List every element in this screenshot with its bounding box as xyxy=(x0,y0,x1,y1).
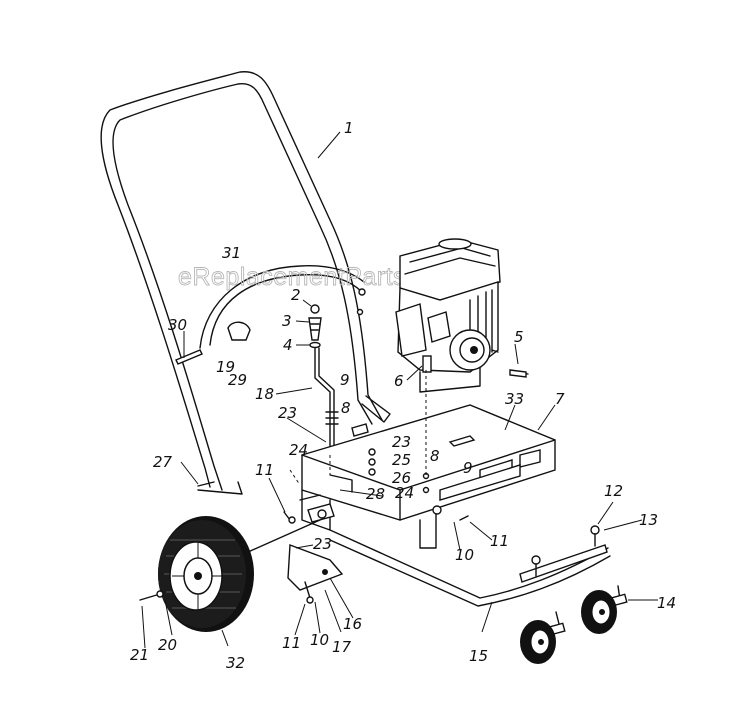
callout-9b: 9 xyxy=(463,459,473,477)
callout-3: 3 xyxy=(282,312,292,330)
callout-25: 25 xyxy=(392,451,411,469)
callout-16: 16 xyxy=(343,615,362,633)
engine xyxy=(395,238,501,393)
callout-20: 20 xyxy=(158,636,177,654)
front-caster-assembly xyxy=(329,525,628,664)
callout-32: 32 xyxy=(226,654,245,672)
callout-11b: 11 xyxy=(490,532,509,550)
callout-10b: 10 xyxy=(310,631,329,649)
hardware xyxy=(175,321,529,524)
callout-8a: 8 xyxy=(341,399,351,417)
callout-8b: 8 xyxy=(430,447,440,465)
callout-30: 30 xyxy=(168,316,187,334)
callout-11a: 11 xyxy=(255,461,274,479)
callout-10a: 10 xyxy=(455,546,474,564)
callouts: 1 2 3 4 5 6 7 8 8 9 9 10 10 11 11 11 12 … xyxy=(130,119,676,672)
callout-18: 18 xyxy=(255,385,274,403)
callout-24b: 24 xyxy=(395,484,414,502)
callout-27: 27 xyxy=(153,453,173,471)
lever-assembly xyxy=(308,304,339,456)
callout-4: 4 xyxy=(283,336,293,354)
frame-deck xyxy=(289,370,556,549)
handle-assembly xyxy=(100,71,391,495)
callout-23c: 23 xyxy=(313,535,332,553)
callout-23b: 23 xyxy=(392,433,411,451)
callout-24a: 24 xyxy=(289,441,308,459)
callout-5: 5 xyxy=(514,328,524,346)
callout-19: 19 xyxy=(216,358,235,376)
callout-9a: 9 xyxy=(340,371,350,389)
callout-14: 14 xyxy=(657,594,676,612)
rear-wheel xyxy=(139,516,254,632)
callout-17: 17 xyxy=(332,638,352,656)
callout-11c: 11 xyxy=(282,634,301,652)
callout-28: 28 xyxy=(366,485,385,503)
callout-23a: 23 xyxy=(278,404,297,422)
callout-15: 15 xyxy=(469,647,488,665)
callout-2: 2 xyxy=(291,286,301,304)
callout-26: 26 xyxy=(392,469,411,487)
leader-lines xyxy=(141,131,658,649)
callout-6: 6 xyxy=(394,372,404,390)
callout-13: 13 xyxy=(639,511,658,529)
callout-1: 1 xyxy=(344,119,354,137)
callout-12: 12 xyxy=(604,482,623,500)
callout-31: 31 xyxy=(222,244,241,262)
callout-7: 7 xyxy=(555,390,565,408)
callout-29: 29 xyxy=(228,371,247,389)
callout-21: 21 xyxy=(130,646,149,664)
callout-33: 33 xyxy=(505,390,524,408)
axle-assembly xyxy=(247,503,344,604)
